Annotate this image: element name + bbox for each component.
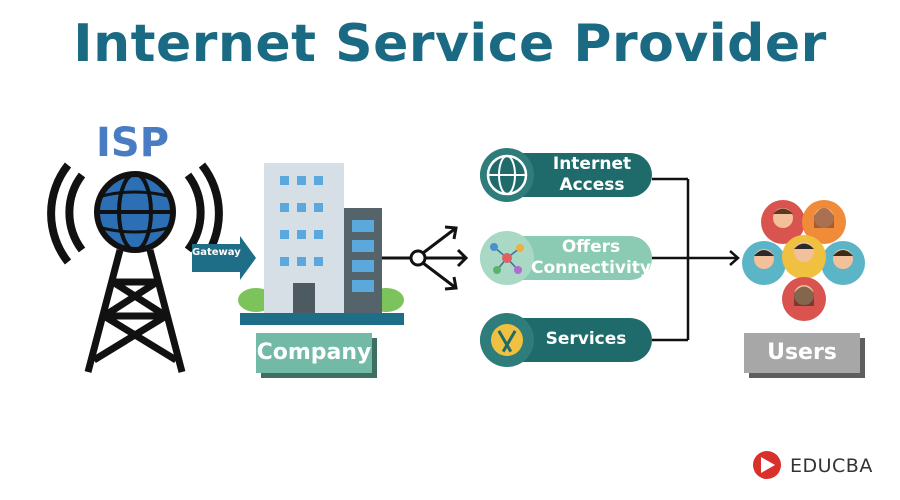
building-icon (238, 163, 404, 325)
connector-lines (652, 177, 740, 342)
service-label-services: Services (545, 329, 627, 349)
service-services (480, 313, 652, 367)
users-icon (742, 200, 865, 321)
service-internet-access (480, 148, 652, 202)
gateway-label: Gateway (192, 247, 241, 258)
gateway-arrow (192, 236, 256, 280)
page-title: Internet Service Provider (73, 14, 827, 74)
brand-name: EDUCBA (790, 455, 873, 477)
splitter-arrows (382, 225, 469, 291)
isp-label: ISP (96, 120, 170, 166)
educba-logo-icon (753, 451, 781, 479)
users-label: Users (744, 333, 860, 373)
company-label: Company (256, 333, 372, 373)
tower-icon (47, 162, 223, 373)
service-offers-connectivity (480, 231, 652, 285)
